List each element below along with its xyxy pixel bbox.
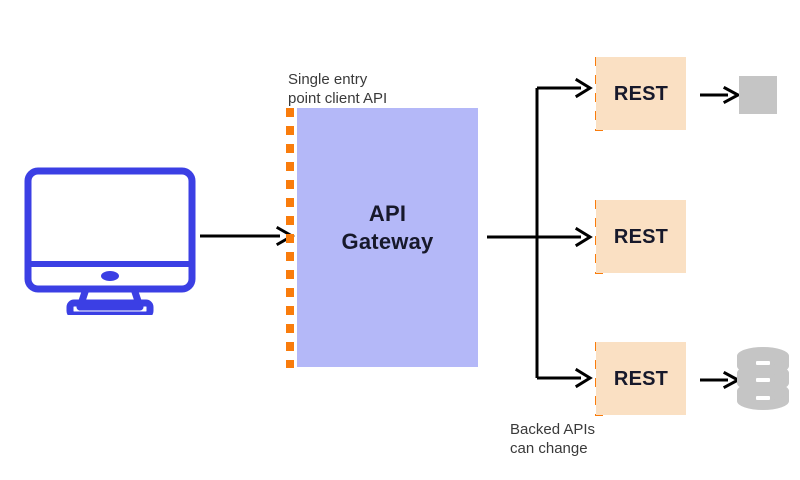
api-gateway-label-line2: Gateway	[341, 229, 434, 254]
backend-caption-line1: Backed APIs	[510, 421, 596, 438]
api-gateway-label-line1: API	[368, 201, 407, 226]
rest-service-2-box[interactable]	[596, 200, 686, 273]
api-gateway-label: API Gateway	[297, 200, 478, 256]
rest-service-1-box[interactable]	[596, 57, 686, 130]
backend-caption-line2: can change	[510, 440, 588, 457]
grey-square-icon	[739, 76, 777, 114]
rest-service-1-label: REST	[613, 83, 669, 105]
rest-service-2-label: REST	[613, 226, 669, 248]
database-cylinder-icon	[734, 347, 792, 413]
gateway-to-services-arrows	[480, 55, 595, 390]
desktop-monitor-icon	[20, 165, 200, 319]
rest-service-1-to-target-arrow	[700, 81, 742, 109]
gateway-caption: Single entry point client API	[288, 70, 478, 108]
gateway-dashed-boundary	[286, 108, 294, 368]
api-gateway-box[interactable]	[297, 108, 478, 367]
rest-service-3-box[interactable]	[596, 342, 686, 415]
gateway-caption-line1: Single entry	[288, 71, 368, 88]
backend-apis-caption: Backed APIs can change	[510, 420, 710, 458]
gateway-caption-line2: point client API	[288, 90, 388, 107]
client-to-gateway-arrow	[200, 222, 296, 250]
rest-service-3-label: REST	[613, 368, 669, 390]
